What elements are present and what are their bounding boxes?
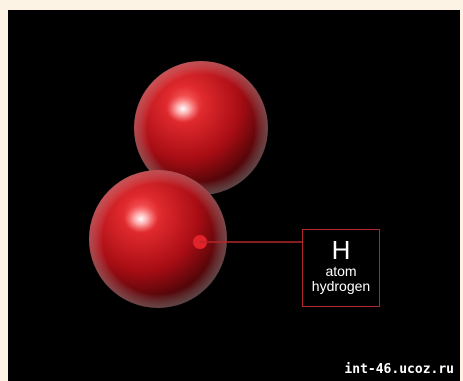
- label-line-hydrogen: hydrogen: [311, 278, 371, 294]
- hydrogen-molecule-illustration: [89, 61, 302, 308]
- lower-hydrogen-atom: [89, 170, 227, 308]
- label-leader-line: [193, 235, 302, 249]
- molecule-scene: H atom hydrogen int-46.ucoz.ru: [8, 10, 460, 381]
- element-symbol: H: [331, 235, 351, 265]
- label-line-atom: atom: [325, 263, 357, 279]
- upper-hydrogen-atom: [134, 61, 268, 195]
- atom-label-box: H atom hydrogen: [302, 229, 380, 307]
- watermark-text: int-46.ucoz.ru: [344, 362, 454, 377]
